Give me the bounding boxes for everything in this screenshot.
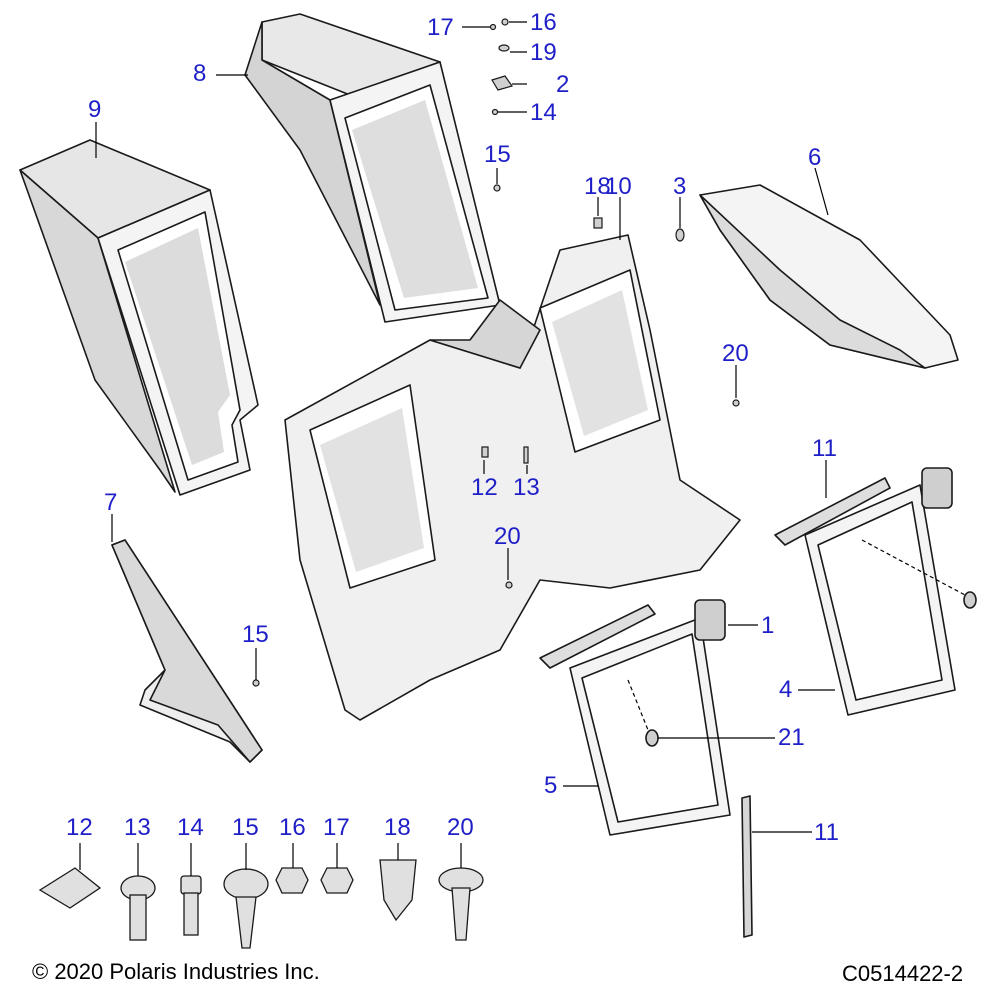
side-panel-triangle <box>111 539 263 763</box>
legend-speed-nut-12-icon <box>38 867 102 909</box>
legend-label-15: 15 <box>232 814 259 841</box>
legend-label-17: 17 <box>323 814 350 841</box>
callout-18: 18 <box>584 173 611 200</box>
legend-screw-15-icon <box>223 868 269 949</box>
callout-9: 9 <box>88 96 102 123</box>
callout-12: 12 <box>471 474 498 501</box>
callout-17: 17 <box>427 14 454 41</box>
legend-nut-17-icon <box>320 867 354 894</box>
legend-label-12: 12 <box>66 814 93 841</box>
drawing-number: C0514422-2 <box>842 961 964 986</box>
legend-clip-18-icon <box>379 859 417 922</box>
door-right <box>804 484 956 716</box>
door-knob-left <box>645 729 659 747</box>
legend-screw-13-icon <box>120 875 156 941</box>
rivet-20-right <box>732 399 740 407</box>
callout-20-right: 20 <box>722 340 749 367</box>
callout-7: 7 <box>104 489 118 516</box>
callout-10: 10 <box>605 173 632 200</box>
clip-18 <box>593 217 603 229</box>
latch-assembly-right <box>921 467 953 509</box>
callout-11-lower: 11 <box>814 819 839 846</box>
storage-box-left <box>19 139 259 496</box>
callout-15-lower: 15 <box>242 621 269 648</box>
hinge-2 <box>491 75 513 91</box>
bolt-17 <box>489 23 497 31</box>
storage-box-upper <box>244 13 501 323</box>
callout-16: 16 <box>530 9 557 36</box>
bolt-13 <box>523 446 529 464</box>
callout-2: 2 <box>556 71 570 98</box>
dash-panel <box>284 234 741 721</box>
legend-label-18: 18 <box>384 814 411 841</box>
callout-14: 14 <box>530 99 557 126</box>
door-left <box>569 617 731 836</box>
dash-leader-right-knob <box>861 539 966 596</box>
nut-16 <box>501 18 509 26</box>
seal-strip-vertical <box>741 795 753 938</box>
callout-8: 8 <box>193 60 207 87</box>
leader-6 <box>814 167 829 216</box>
callout-19: 19 <box>530 39 557 66</box>
callout-11-upper: 11 <box>812 435 837 462</box>
dash-leader-left-knob <box>627 679 649 731</box>
callout-13: 13 <box>513 474 540 501</box>
legend-nut-16-icon <box>275 867 309 894</box>
screw-15-upper <box>493 184 501 192</box>
latch-assembly-center <box>694 599 726 641</box>
callout-3: 3 <box>673 173 687 200</box>
callout-5: 5 <box>544 772 558 799</box>
callout-4: 4 <box>779 676 793 703</box>
door-seal-lower <box>539 604 656 669</box>
legend-rivet-20-icon <box>438 867 484 941</box>
legend-label-16: 16 <box>279 814 306 841</box>
callout-21: 21 <box>778 724 805 751</box>
callout-6: 6 <box>808 144 822 171</box>
door-knob-right <box>963 591 977 609</box>
copyright-notice: © 2020 Polaris Industries Inc. <box>32 959 320 984</box>
side-panel-curved <box>699 184 959 369</box>
callout-20-left: 20 <box>494 523 521 550</box>
callout-15-upper: 15 <box>484 141 511 168</box>
legend-bolt-14-icon <box>180 875 202 936</box>
legend-label-20: 20 <box>447 814 474 841</box>
door-seal-upper <box>774 477 891 546</box>
washer-19 <box>498 44 510 52</box>
screw-15-lower <box>252 679 260 687</box>
callout-1: 1 <box>761 612 775 639</box>
rivet-20-left <box>505 581 513 589</box>
nut-12 <box>481 446 489 458</box>
clip-3 <box>675 228 685 242</box>
legend-label-14: 14 <box>177 814 204 841</box>
legend-label-13: 13 <box>124 814 151 841</box>
bolt-14 <box>491 108 499 116</box>
